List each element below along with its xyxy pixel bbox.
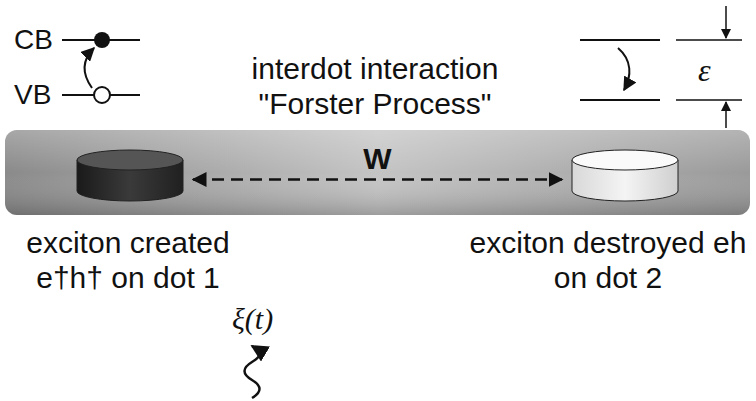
interaction-arrow (193, 178, 562, 181)
cb-level-2 (580, 39, 660, 41)
electron (94, 32, 110, 48)
energy-symbol: ε (698, 52, 711, 89)
quantum-dot: exciton destroyed eh on dot 2 (570, 148, 680, 203)
quantum-dot: exciton created e†h† on dot 1 (75, 148, 185, 203)
substrate-band (5, 130, 750, 215)
dot-cylinder (75, 148, 185, 203)
dot-caption: exciton destroyed eh on dot 2 (468, 225, 748, 296)
level-label: VB (14, 79, 51, 111)
dim-arrow (725, 102, 727, 128)
cylinder-top (77, 150, 183, 170)
hole (94, 87, 110, 103)
excitation-arrow (85, 48, 94, 88)
dim-arrow (725, 6, 727, 38)
vb-level-2 (580, 99, 660, 101)
relaxation-arrow (618, 48, 629, 90)
field-squiggle (245, 346, 260, 398)
dim-extension (676, 99, 742, 101)
band-shade (5, 130, 750, 215)
process-note: interdot interaction "Forster Process" (205, 52, 545, 121)
level-label: CB (14, 24, 53, 56)
field-symbol: ξ(t) (232, 302, 273, 337)
cylinder-top (572, 150, 678, 170)
dim-extension (676, 39, 742, 41)
dot-caption: exciton created e†h† on dot 1 (3, 225, 253, 296)
coupling-label: W (363, 144, 391, 174)
dot-cylinder (570, 148, 680, 203)
